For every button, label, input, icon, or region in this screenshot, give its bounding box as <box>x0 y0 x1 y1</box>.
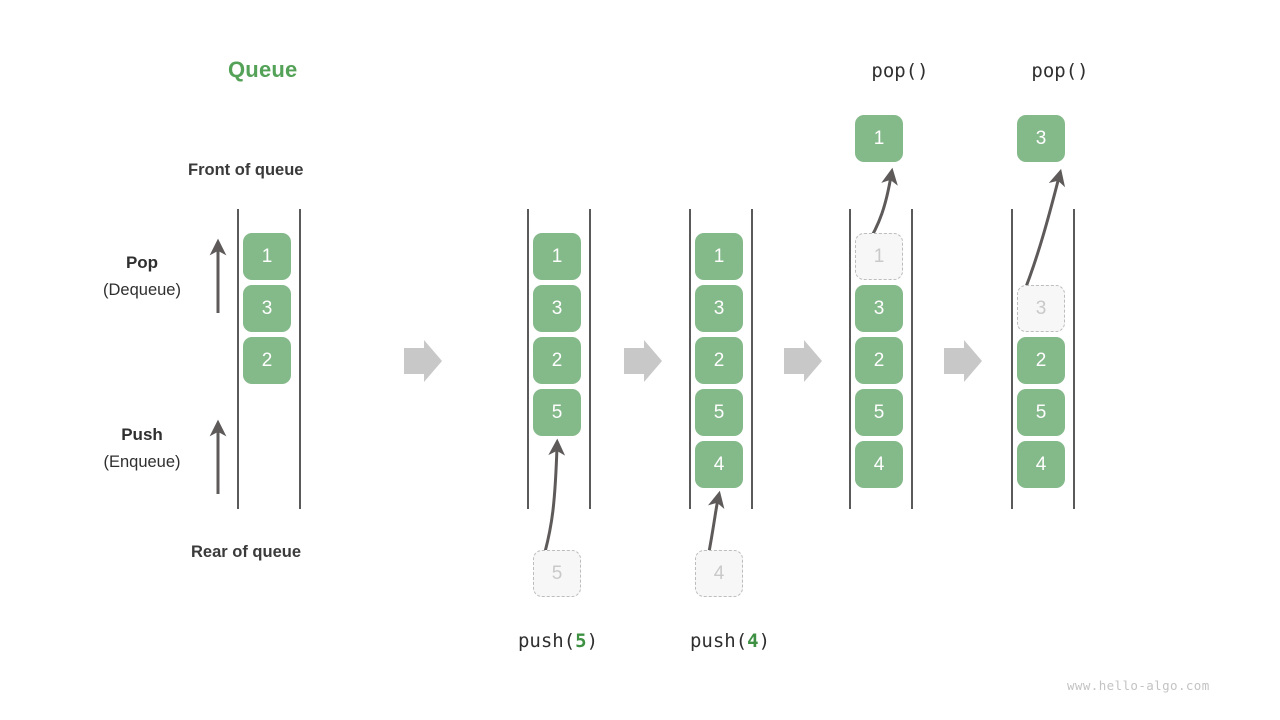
op-close-paren: ) <box>1077 60 1089 82</box>
queue-cell: 3 <box>1017 285 1065 332</box>
rear-of-queue-label: Rear of queue <box>191 543 302 561</box>
queue-cell: 1 <box>533 233 581 280</box>
op-name: push <box>517 630 564 652</box>
op-open-paren: ( <box>1065 60 1078 82</box>
front-of-queue-label: Front of queue <box>188 161 304 179</box>
operation-label-push-4: push(4) <box>650 630 810 652</box>
operation-label-pop-2: pop() <box>980 60 1140 82</box>
queue-rail-right <box>751 209 753 509</box>
queue-rail-left <box>237 209 239 509</box>
step-arrow-3 <box>784 340 822 382</box>
operation-label-pop-1: pop() <box>820 60 980 82</box>
queue-cell: 2 <box>695 337 743 384</box>
queue-rail-left <box>1011 209 1013 509</box>
pop-side-label: Pop (Dequeue) <box>57 250 227 304</box>
queue-cell: 4 <box>1017 441 1065 488</box>
queue-cell: 1 <box>243 233 291 280</box>
op-arg: 4 <box>747 630 759 652</box>
queue-cell: 5 <box>533 389 581 436</box>
queue-cell: 4 <box>855 441 903 488</box>
queue-cell: 5 <box>855 389 903 436</box>
queue-cell: 5 <box>1017 389 1065 436</box>
pop-3-remove-arrow <box>1020 168 1066 298</box>
op-open-paren: ( <box>563 630 576 652</box>
queue-rail-right <box>589 209 591 509</box>
push-label-main: Push <box>121 425 163 444</box>
pop-label-main: Pop <box>125 253 159 272</box>
queue-rail-right <box>299 209 301 509</box>
incoming-element: 5 <box>533 550 581 597</box>
incoming-element: 4 <box>695 550 743 597</box>
queue-cell: 3 <box>533 285 581 332</box>
queue-cell: 1 <box>695 233 743 280</box>
operation-label-push-5: push(5) <box>478 630 638 652</box>
op-name: pop <box>1031 60 1066 82</box>
push-side-label: Push (Enqueue) <box>57 422 227 476</box>
queue-cell: 2 <box>243 337 291 384</box>
queue-cell: 2 <box>855 337 903 384</box>
queue-cell: 3 <box>243 285 291 332</box>
queue-rail-left <box>689 209 691 509</box>
step-arrow-4 <box>944 340 982 382</box>
popped-element: 3 <box>1017 115 1065 162</box>
op-name: push <box>689 630 736 652</box>
queue-cell: 1 <box>855 233 903 280</box>
queue-cell: 3 <box>855 285 903 332</box>
watermark: www.hello-algo.com <box>1067 678 1210 693</box>
popped-element: 1 <box>855 115 903 162</box>
pop-label-sub: (Dequeue) <box>103 281 181 299</box>
queue-rail-left <box>527 209 529 509</box>
queue-cell: 4 <box>695 441 743 488</box>
queue-rail-right <box>1073 209 1075 509</box>
page-title: Queue <box>228 57 298 82</box>
queue-cell: 5 <box>695 389 743 436</box>
push-5-insert-arrow <box>543 438 566 553</box>
op-close-paren: ) <box>758 630 771 652</box>
queue-rail-left <box>849 209 851 509</box>
op-arg: 5 <box>575 630 587 652</box>
op-close-paren: ) <box>917 60 929 82</box>
push-4-insert-arrow <box>707 490 725 553</box>
push-label-sub: (Enqueue) <box>103 453 181 471</box>
queue-rail-right <box>911 209 913 509</box>
op-close-paren: ) <box>586 630 599 652</box>
queue-cell: 3 <box>695 285 743 332</box>
op-open-paren: ( <box>735 630 748 652</box>
op-name: pop <box>871 60 906 82</box>
queue-cell: 2 <box>1017 337 1065 384</box>
op-open-paren: ( <box>905 60 918 82</box>
step-arrow-2 <box>624 340 662 382</box>
queue-cell: 2 <box>533 337 581 384</box>
step-arrow-1 <box>404 340 442 382</box>
